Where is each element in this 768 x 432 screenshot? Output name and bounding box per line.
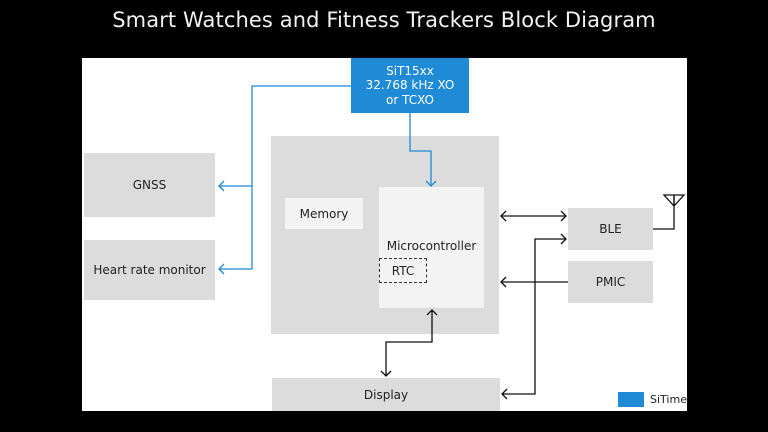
diagram-title: Smart Watches and Fitness Trackers Block… xyxy=(112,8,656,32)
ble-block: BLE xyxy=(568,208,653,250)
rtc-block: RTC xyxy=(379,258,427,283)
oscillator-type-label: or TCXO xyxy=(386,92,434,107)
heart-rate-monitor-block: Heart rate monitor xyxy=(84,240,215,300)
microcontroller-block: Microcontroller xyxy=(379,187,484,308)
gnss-block: GNSS xyxy=(84,153,215,217)
legend-label: SiTime xyxy=(650,393,687,406)
oscillator-frequency-label: 32.768 kHz XO xyxy=(365,78,455,93)
oscillator-part-label: SiT15xx xyxy=(386,63,434,78)
gnss-label: GNSS xyxy=(132,178,167,192)
display-block: Display xyxy=(272,378,500,411)
rtc-label: RTC xyxy=(391,263,415,278)
heart-rate-monitor-label: Heart rate monitor xyxy=(93,263,206,277)
display-label: Display xyxy=(363,387,409,402)
ble-label: BLE xyxy=(599,222,622,236)
legend-swatch-sitime xyxy=(618,392,644,407)
pmic-label: PMIC xyxy=(595,275,626,289)
memory-label: Memory xyxy=(299,206,349,221)
oscillator-block: SiT15xx 32.768 kHz XO or TCXO xyxy=(351,58,469,113)
microcontroller-label: Microcontroller xyxy=(386,239,477,253)
memory-block: Memory xyxy=(285,198,363,229)
pmic-block: PMIC xyxy=(568,261,653,303)
